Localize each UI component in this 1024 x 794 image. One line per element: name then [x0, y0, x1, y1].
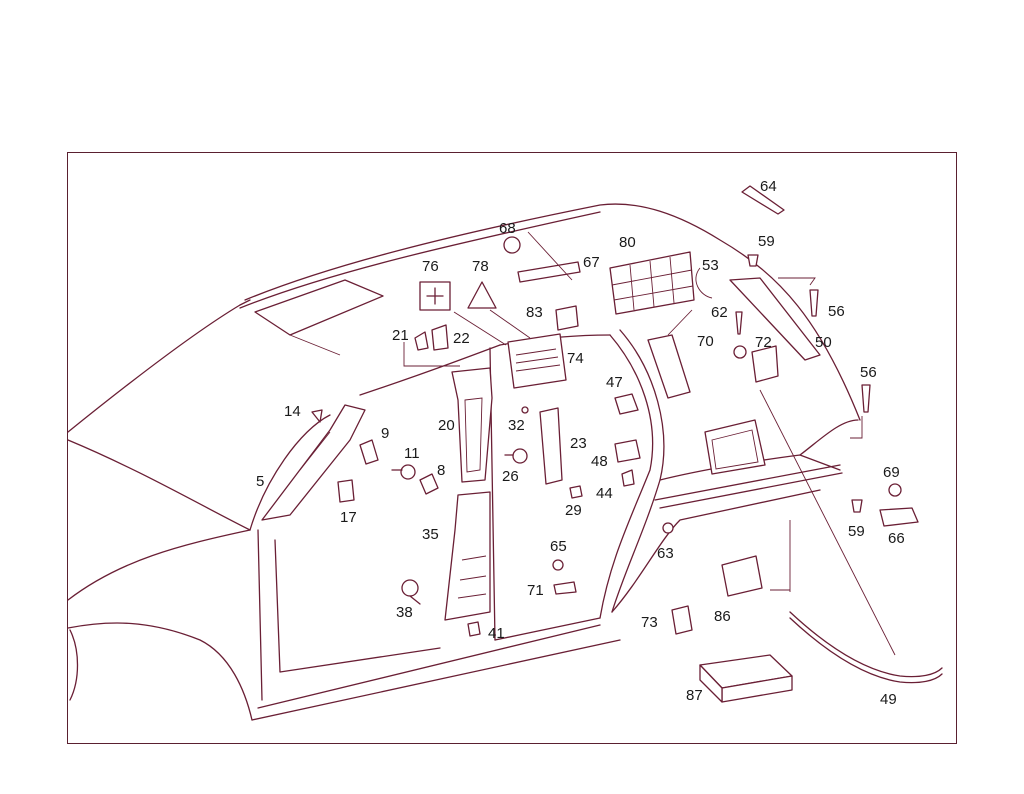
callout-38: 38: [396, 604, 413, 621]
callout-32: 32: [508, 417, 525, 434]
trim-23: [539, 407, 563, 485]
b-pillar-upper-trim: [451, 367, 493, 483]
rear-upper-trim-50: [729, 277, 821, 361]
callout-53: 53: [702, 257, 719, 274]
first-aid-kit-icon: [419, 281, 451, 311]
callout-41: 41: [488, 625, 505, 642]
callout-62: 62: [711, 304, 728, 321]
bolt-68: [503, 236, 521, 254]
panel-74: [507, 333, 567, 389]
a-pillar-trim: [261, 404, 366, 521]
clip-59b: [851, 499, 863, 513]
part-65: [552, 559, 564, 571]
screw-56a: [809, 289, 819, 317]
plug-63: [662, 522, 674, 534]
callout-48: 48: [591, 453, 608, 470]
screw-62: [735, 311, 743, 335]
callout-11: 11: [404, 445, 420, 462]
callout-70: 70: [697, 333, 714, 350]
callout-69: 69: [883, 464, 900, 481]
callout-8: 8: [437, 462, 445, 479]
clip-17: [337, 479, 355, 503]
part-64: [741, 185, 785, 215]
callout-23: 23: [570, 435, 587, 452]
seal-53: [695, 267, 713, 299]
callout-22: 22: [453, 330, 470, 347]
clip-41: [467, 621, 481, 637]
warning-triangle-icon: [467, 281, 497, 309]
callout-56b: 56: [860, 364, 877, 381]
clip-8: [419, 473, 439, 495]
clip-29: [569, 485, 583, 499]
bracket-66: [879, 507, 919, 527]
callout-59a: 59: [758, 233, 775, 250]
cable-49: [789, 611, 943, 678]
screw-56b: [861, 384, 871, 413]
callout-73: 73: [641, 614, 658, 631]
callout-65: 65: [550, 538, 567, 555]
b-pillar-lower-trim: [444, 491, 491, 621]
callout-67: 67: [583, 254, 600, 271]
callout-5: 5: [256, 473, 264, 490]
clip-9: [359, 439, 379, 465]
callout-35: 35: [422, 526, 439, 543]
callout-14: 14: [284, 403, 301, 420]
callout-74: 74: [567, 350, 584, 367]
diagram-frame: [67, 152, 957, 744]
callout-21: 21: [392, 327, 409, 344]
clip-59a: [747, 254, 759, 267]
callout-68: 68: [499, 220, 516, 237]
callout-47: 47: [606, 374, 623, 391]
callout-64: 64: [760, 178, 777, 195]
callout-20: 20: [438, 417, 455, 434]
bolt-38: [401, 579, 419, 597]
part-71: [553, 581, 577, 595]
part-83: [555, 305, 579, 331]
callout-80: 80: [619, 234, 636, 251]
callout-56a: 56: [828, 303, 845, 320]
trim-70: [647, 334, 691, 399]
clip-69: [888, 483, 902, 497]
clip-22: [431, 324, 449, 351]
cover-86: [721, 555, 763, 597]
callout-59b: 59: [848, 523, 865, 540]
callout-50: 50: [815, 334, 832, 351]
callout-44: 44: [596, 485, 613, 502]
callout-76: 76: [422, 258, 439, 275]
callout-63: 63: [657, 545, 674, 562]
callout-29: 29: [565, 502, 582, 519]
clip-21: [414, 331, 429, 351]
clip-44: [621, 469, 635, 487]
bolt-11: [400, 464, 416, 480]
screw-32: [521, 406, 529, 414]
clip-73: [671, 605, 693, 635]
callout-9: 9: [381, 425, 389, 442]
callout-78: 78: [472, 258, 489, 275]
bolt-26: [512, 448, 528, 464]
callout-17: 17: [340, 509, 357, 526]
callout-26: 26: [502, 468, 519, 485]
clip-14: [311, 409, 323, 423]
handle-47: [614, 393, 639, 415]
callout-86: 86: [714, 608, 731, 625]
lamp-48: [614, 439, 641, 463]
callout-87: 87: [686, 687, 703, 704]
callout-83: 83: [526, 304, 543, 321]
callout-66: 66: [888, 530, 905, 547]
callout-49: 49: [880, 691, 897, 708]
callout-71: 71: [527, 582, 544, 599]
trim-72: [751, 345, 779, 383]
callout-72: 72: [755, 334, 772, 351]
